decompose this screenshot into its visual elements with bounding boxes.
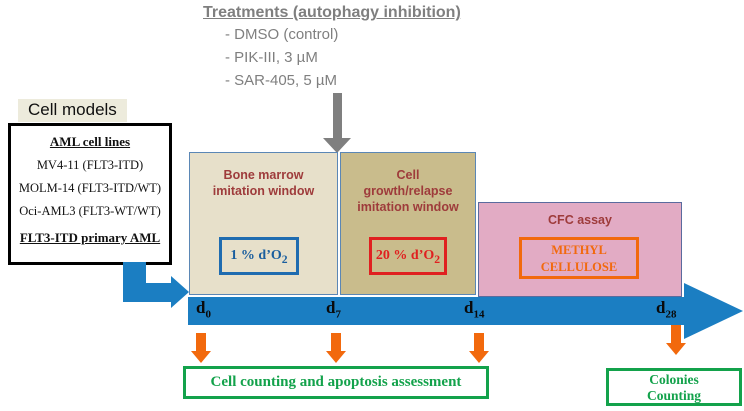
day-label-d14: d14 bbox=[464, 298, 485, 321]
treatments-title: Treatments (autophagy inhibition) bbox=[203, 4, 461, 21]
treatment-item-pik3: - PIK-III, 3 µM bbox=[225, 49, 318, 66]
cell-line-oci-aml3: Oci-AML3 (FLT3-WT/WT) bbox=[19, 204, 161, 218]
aml-cell-lines-header: AML cell lines bbox=[49, 134, 131, 149]
day-label-d7: d7 bbox=[326, 298, 341, 321]
oxygen-20pct-box: 20 % d’O2 bbox=[369, 237, 447, 275]
cfc-assay-panel: CFC assay METHYL CELLULOSE bbox=[478, 202, 682, 297]
timeline-band bbox=[188, 297, 685, 325]
cell-growth-window-panel: Cell growth/relapse imitation window 20 … bbox=[340, 152, 476, 295]
oxygen-20pct-subscript: 2 bbox=[434, 252, 441, 266]
bone-marrow-window-title: Bone marrow imitation window bbox=[212, 168, 315, 198]
day-label-d0: d0 bbox=[196, 298, 211, 321]
methyl-cellulose-box: METHYL CELLULOSE bbox=[519, 237, 639, 279]
primary-aml-label: FLT3-ITD primary AML bbox=[19, 230, 161, 245]
cell-models-arrow-icon bbox=[171, 276, 189, 308]
cell-growth-window-title: Cell growth/relapse imitation window bbox=[357, 168, 459, 214]
oxygen-20pct-label: 20 % d’O bbox=[375, 248, 435, 263]
cfc-assay-title: CFC assay bbox=[548, 213, 612, 227]
colonies-counting-line2: Counting bbox=[646, 388, 702, 403]
treatment-item-dmso: - DMSO (control) bbox=[225, 26, 339, 43]
oxygen-1pct-subscript: 2 bbox=[281, 252, 288, 266]
treatment-down-arrow-icon bbox=[323, 138, 351, 153]
cell-line-molm-14: MOLM-14 (FLT3-ITD/WT) bbox=[18, 181, 162, 195]
treatments-block: Treatments (autophagy inhibition) - DMSO… bbox=[203, 4, 461, 91]
methyl-cellulose-line2: CELLULOSE bbox=[540, 260, 618, 274]
colonies-counting-box: Colonies Counting bbox=[606, 368, 742, 406]
treatment-down-arrow-shaft bbox=[333, 93, 342, 139]
cell-line-mv4-11: MV4-11 (FLT3-ITD) bbox=[36, 158, 144, 172]
colonies-counting-line1: Colonies bbox=[649, 372, 699, 387]
day-label-d28: d28 bbox=[656, 298, 677, 321]
cell-counting-box: Cell counting and apoptosis assessment bbox=[183, 366, 489, 399]
oxygen-1pct-box: 1 % d’O2 bbox=[219, 237, 299, 275]
timeline-arrowhead-icon bbox=[684, 283, 743, 339]
treatment-item-sar405: - SAR-405, 5 µM bbox=[225, 72, 338, 89]
cell-models-title: Cell models bbox=[18, 99, 127, 122]
cell-models-arrow-horizontal bbox=[123, 283, 173, 302]
bone-marrow-window-panel: Bone marrow imitation window 1 % d’O2 bbox=[189, 152, 338, 295]
methyl-cellulose-line1: METHYL bbox=[551, 243, 607, 257]
oxygen-1pct-label: 1 % d’O bbox=[230, 248, 282, 263]
cell-models-box: AML cell lines MV4-11 (FLT3-ITD) MOLM-14… bbox=[8, 123, 172, 265]
